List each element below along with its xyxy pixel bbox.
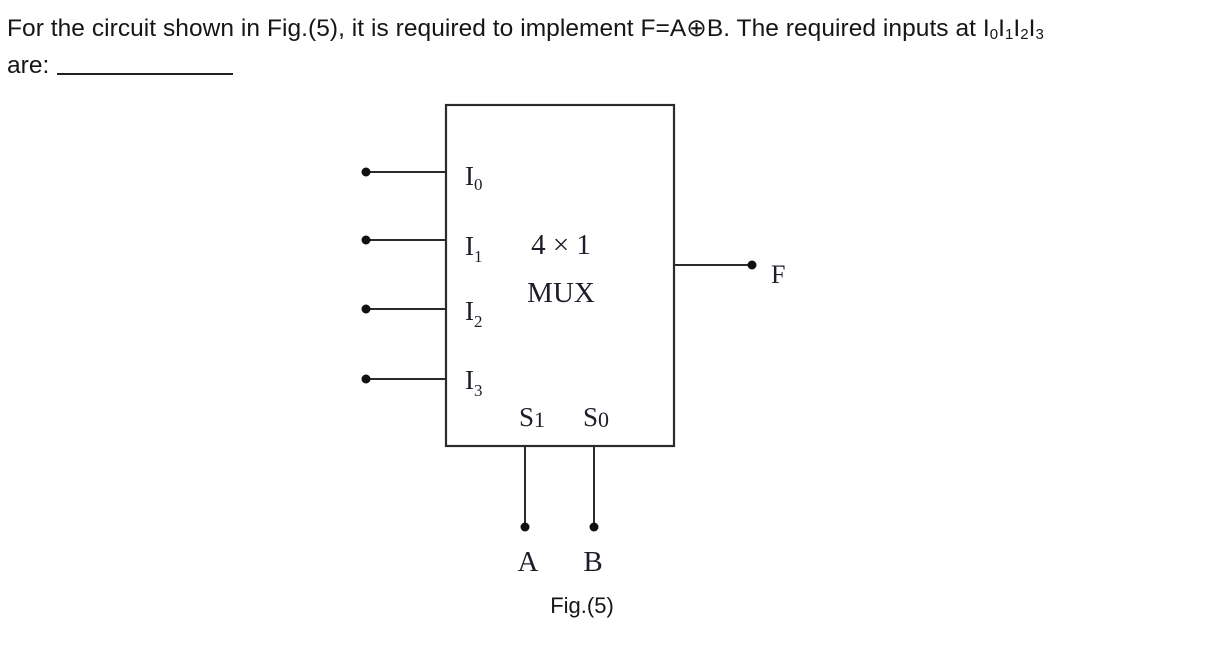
- mux-title: 4 × 1: [531, 229, 591, 261]
- select-label-s0: S0: [583, 402, 609, 432]
- select-wire-b: [589, 446, 599, 532]
- question-prefix: For the circuit shown in Fig.(5), it is …: [7, 15, 687, 42]
- are-label: are:: [7, 52, 50, 79]
- select-terminal-dot[interactable]: [520, 522, 530, 532]
- input-label-i1: I1: [465, 231, 483, 266]
- input-label-i3: I3: [465, 365, 483, 400]
- question-line-1: For the circuit shown in Fig.(5), it is …: [7, 10, 1217, 47]
- output-wire: [674, 260, 757, 270]
- select-signal-b: B: [583, 546, 602, 578]
- inputs-label-i1: I1: [998, 15, 1014, 43]
- select-terminal-dot[interactable]: [589, 522, 599, 532]
- input-wire-i3: [361, 374, 446, 384]
- input-terminal-dot[interactable]: [361, 374, 371, 384]
- figure-caption: Fig.(5): [550, 593, 614, 618]
- input-wire-i1: [361, 235, 446, 245]
- select-wire-a: [520, 446, 530, 532]
- inputs-label-i2: I2: [1013, 15, 1029, 43]
- question-line-2: are:: [7, 47, 1217, 84]
- output-terminal-dot[interactable]: [747, 260, 757, 270]
- question-middle: B. The required inputs at: [706, 15, 983, 42]
- input-wire-i0: [361, 167, 446, 177]
- input-label-i2: I2: [465, 296, 483, 331]
- input-terminal-dot[interactable]: [361, 167, 371, 177]
- answer-blank[interactable]: [57, 51, 234, 75]
- select-signal-a: A: [518, 546, 539, 578]
- question-text: For the circuit shown in Fig.(5), it is …: [7, 10, 1217, 84]
- input-terminal-dot[interactable]: [361, 235, 371, 245]
- mux-subtitle: MUX: [527, 277, 595, 309]
- output-label-f: F: [771, 260, 785, 289]
- xor-symbol: ⊕: [686, 15, 707, 42]
- select-label-s1: S1: [519, 402, 545, 432]
- input-terminal-dot[interactable]: [361, 304, 371, 314]
- inputs-label-i0: I0: [982, 15, 999, 43]
- inputs-label-i3: I3: [1028, 15, 1044, 43]
- input-label-i0: I0: [465, 161, 483, 194]
- input-wire-i2: [361, 304, 446, 314]
- mux-box: [444, 103, 676, 448]
